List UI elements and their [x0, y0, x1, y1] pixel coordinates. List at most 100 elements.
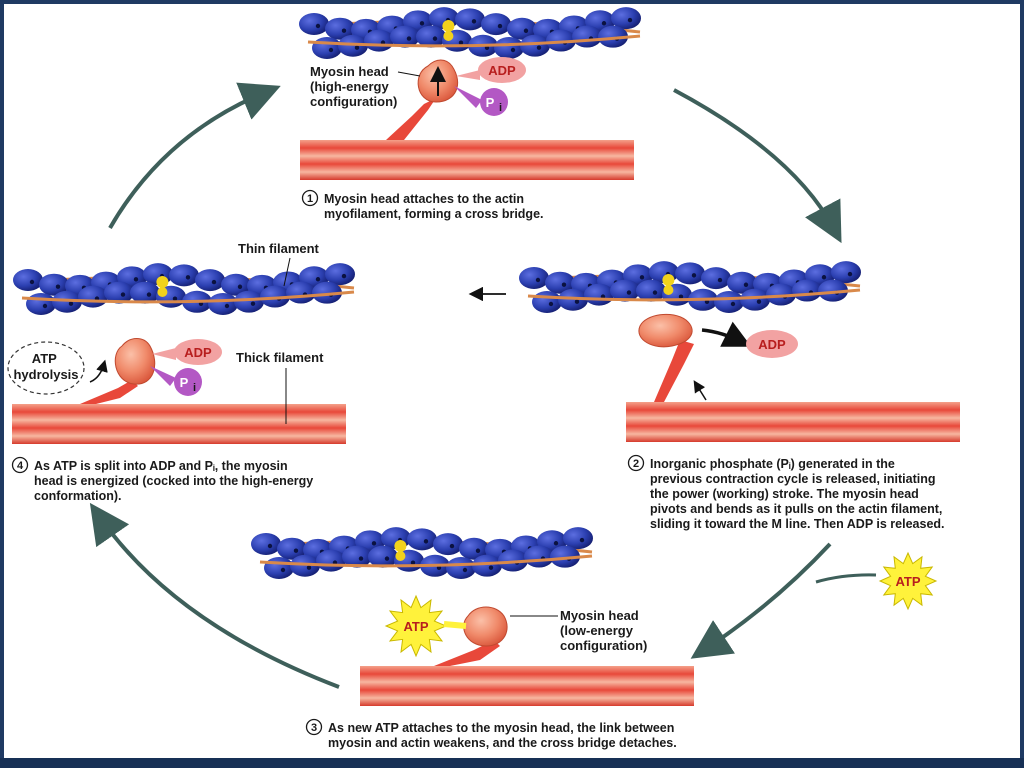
actin-bead	[325, 263, 355, 286]
actin-bead	[286, 281, 316, 304]
cycle-arrow-4-to-1	[108, 82, 281, 229]
actin-binding-site	[821, 275, 827, 280]
myosin-neck	[434, 640, 500, 666]
step2-panel: ADP 2 Inorganic phosphate (Pᵢ) generated…	[468, 261, 960, 611]
actin-binding-site	[341, 273, 347, 279]
actin-binding-site	[42, 303, 48, 309]
myosin-head-label: Myosin head (low-energy configuration)	[560, 608, 647, 653]
step3-panel: ATP Myosin head (low-energy configuratio…	[251, 527, 694, 750]
actin-binding-site	[146, 292, 152, 297]
actin-bead	[766, 283, 796, 306]
actin-bead	[234, 290, 264, 313]
troponin	[443, 31, 454, 41]
actin-binding-site	[354, 45, 360, 50]
actin-bead	[727, 271, 757, 294]
svg-text:ADP: ADP	[758, 337, 786, 352]
actin-bead	[481, 13, 511, 36]
actin-binding-site	[691, 273, 697, 278]
cycle-arrow-2-to-3	[690, 542, 832, 659]
tropomyosin-strand	[307, 34, 641, 48]
svg-text:3: 3	[311, 722, 317, 734]
atp-inflow-line	[815, 573, 877, 584]
bottom-frame-band	[0, 758, 1024, 768]
actin-bead	[342, 545, 372, 568]
actin-bead	[195, 269, 225, 292]
troponin	[442, 20, 455, 32]
atp-hydrolysis-label: ATP hydrolysis	[13, 351, 78, 382]
actin-bead	[368, 545, 398, 568]
actin-bead	[532, 291, 562, 313]
actin-binding-site	[743, 282, 749, 287]
actin-bead	[39, 273, 69, 296]
actin-binding-site	[29, 279, 35, 285]
thin-filament	[519, 261, 861, 313]
myosin-neck	[654, 340, 694, 402]
adp-label: ADP	[488, 63, 516, 78]
actin-binding-site	[410, 560, 416, 565]
actin-bead	[312, 281, 342, 304]
actin-binding-site	[120, 292, 126, 297]
tropomyosin-strand	[259, 554, 593, 568]
actin-bead	[675, 262, 705, 285]
actin-bead	[251, 533, 281, 555]
actin-binding-site	[419, 21, 425, 26]
actin-bead	[208, 292, 238, 315]
svg-text:P: P	[180, 375, 189, 390]
phosphate-molecule: P i	[150, 366, 202, 396]
troponin	[394, 540, 407, 552]
myosin-head	[638, 313, 693, 348]
myosin-head	[463, 606, 508, 647]
actin-bead	[13, 269, 43, 291]
step1-panel: ADP P i Myosin head (high-energy configu…	[299, 7, 641, 221]
pi-subscript: i	[499, 102, 502, 114]
actin-binding-site	[423, 539, 429, 544]
cross-bridge-cycle-diagram: ADP P i Myosin head (high-energy configu…	[7, 7, 960, 750]
actin-bead	[26, 293, 56, 315]
myosin-head	[114, 338, 156, 385]
troponin	[663, 285, 674, 295]
actin-bead	[792, 279, 822, 302]
actin-bead	[407, 528, 437, 551]
tropomyosin-strand	[21, 290, 355, 304]
actin-bead	[299, 13, 329, 35]
actin-binding-site	[328, 47, 334, 53]
pivot-arrow-icon	[693, 380, 707, 401]
actin-bead	[831, 261, 861, 284]
actin-binding-site	[627, 17, 633, 23]
actin-bead	[714, 290, 744, 313]
actin-bead	[472, 554, 502, 577]
thick-filament	[626, 402, 960, 442]
actin-binding-site	[639, 275, 645, 280]
actin-binding-site	[341, 28, 347, 33]
actin-binding-site	[306, 565, 312, 570]
thick-filament	[12, 404, 346, 444]
actin-binding-site	[55, 284, 61, 289]
svg-text:4: 4	[17, 460, 24, 472]
actin-binding-site	[172, 296, 178, 301]
svg-text:1: 1	[307, 193, 313, 205]
actin-bead	[545, 271, 575, 294]
phosphate-molecule: P i	[454, 86, 508, 116]
adp-molecule: ADP	[152, 339, 222, 365]
actin-binding-site	[211, 279, 217, 285]
actin-binding-site	[536, 45, 542, 50]
actin-binding-site	[462, 567, 468, 573]
actin-binding-site	[756, 299, 762, 304]
actin-bead	[455, 8, 485, 31]
actin-bead	[701, 267, 731, 290]
actin-bead	[610, 279, 640, 302]
actin-bead	[507, 17, 537, 40]
actin-bead	[611, 7, 641, 30]
thin-filament	[251, 527, 593, 579]
actin-bead	[563, 527, 593, 550]
actin-bead	[818, 279, 848, 302]
actin-bead	[572, 25, 602, 48]
step4-panel: ADP P i ATP hydrolysis Thin filament Thi…	[7, 241, 355, 503]
adp-molecule: ADP	[746, 330, 798, 358]
actin-bead	[364, 29, 394, 52]
actin-binding-site	[267, 543, 273, 549]
myosin-neck	[80, 380, 138, 404]
myosin-neck	[386, 98, 436, 140]
svg-text:ATP: ATP	[895, 574, 920, 589]
actin-binding-site	[449, 543, 455, 549]
